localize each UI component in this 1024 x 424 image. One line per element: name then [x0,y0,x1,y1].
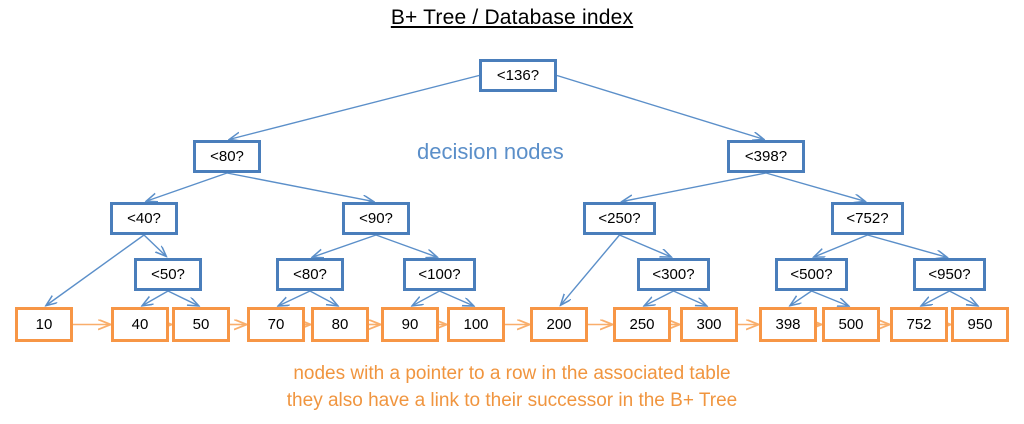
tree-edge [673,290,707,306]
decision-node-500[interactable]: <500? [775,258,848,291]
decision-node-40-label: <40? [127,210,161,227]
leaf-node-752[interactable]: 752 [890,307,948,342]
leaf-node-300-label: 300 [696,316,722,333]
tree-edge [561,234,621,305]
decision-node-300[interactable]: <300? [637,258,710,291]
leaf-node-200-label: 200 [546,316,572,333]
leaf-node-250[interactable]: 250 [613,307,671,342]
leaf-node-40[interactable]: 40 [111,307,169,342]
leaf-node-70[interactable]: 70 [247,307,305,342]
caption-line-2: they also have a link to their successor… [286,390,738,411]
decision-node-50-label: <50? [151,266,185,283]
leaf-node-80-label: 80 [331,316,349,333]
leaf-node-500[interactable]: 500 [822,307,880,342]
decision-node-752[interactable]: <752? [831,202,904,235]
tree-edge [413,290,440,306]
leaf-node-50-label: 50 [192,316,210,333]
leaf-node-90-label: 90 [401,316,419,333]
decision-node-398[interactable]: <398? [727,140,805,173]
leaf-node-950-label: 950 [967,316,993,333]
decision-node-100-label: <100? [418,266,461,283]
tree-edge [309,290,337,306]
decision-node-80[interactable]: <80? [193,140,261,173]
decision-node-80[interactable]: <80? [276,258,344,291]
leaf-node-10-label: 10 [35,316,53,333]
leaf-node-950[interactable]: 950 [951,307,1009,342]
leaf-node-200[interactable]: 200 [530,307,588,342]
decision-node-250-label: <250? [598,210,641,227]
tree-edge [375,234,437,257]
leaf-node-398[interactable]: 398 [759,307,817,342]
tree-edge [143,290,169,306]
leaf-node-398-label: 398 [775,316,801,333]
leaf-node-500-label: 500 [838,316,864,333]
decision-nodes-label: decision nodes [417,139,564,164]
decision-node-950[interactable]: <950? [913,258,986,291]
tree-edge [556,74,763,140]
tree-edge [811,290,849,306]
decision-node-80-label: <80? [293,266,327,283]
tree-edge [439,290,474,306]
decision-node-90-label: <90? [359,210,393,227]
decision-node-500-label: <500? [790,266,833,283]
tree-edge [226,172,373,201]
leaf-node-752-label: 752 [906,316,932,333]
tree-edge [619,234,671,257]
decision-node-398-label: <398? [744,148,788,165]
leaf-node-10[interactable]: 10 [15,307,73,342]
tree-edge [143,234,166,256]
tree-edge [645,290,674,306]
leaf-node-40-label: 40 [131,316,149,333]
caption-line-1: nodes with a pointer to a row in the ass… [293,363,731,384]
tree-edge [790,290,812,305]
tree-edge [230,74,480,140]
tree-edge [922,290,950,306]
leaf-node-100-label: 100 [463,316,489,333]
leaf-node-80[interactable]: 80 [311,307,369,342]
decision-node-250[interactable]: <250? [583,202,656,235]
tree-edge [765,172,865,201]
tree-edge [867,234,947,257]
leaf-node-70-label: 70 [267,316,285,333]
tree-edge [313,234,377,257]
decision-node-100[interactable]: <100? [403,258,476,291]
leaf-node-300[interactable]: 300 [680,307,738,342]
tree-edge [814,234,868,257]
decision-node-40[interactable]: <40? [110,202,178,235]
decision-node-50[interactable]: <50? [134,258,202,291]
tree-edge [167,290,198,306]
tree-edge [147,172,228,201]
tree-edge [46,234,145,305]
decision-node-80-label: <80? [210,148,244,165]
decision-node-300-label: <300? [652,266,695,283]
leaf-node-50[interactable]: 50 [172,307,230,342]
tree-edge [949,290,978,306]
tree-edge [622,172,767,201]
decision-node-136[interactable]: <136? [479,59,557,92]
decision-node-90[interactable]: <90? [342,202,410,235]
leaf-node-100[interactable]: 100 [447,307,505,342]
decision-node-752-label: <752? [846,210,889,227]
decision-node-950-label: <950? [928,266,971,283]
tree-edge [279,290,311,306]
decision-node-136-label: <136? [496,67,540,84]
leaf-node-90[interactable]: 90 [381,307,439,342]
page-title: B+ Tree / Database index [390,6,634,29]
leaf-node-250-label: 250 [629,316,655,333]
